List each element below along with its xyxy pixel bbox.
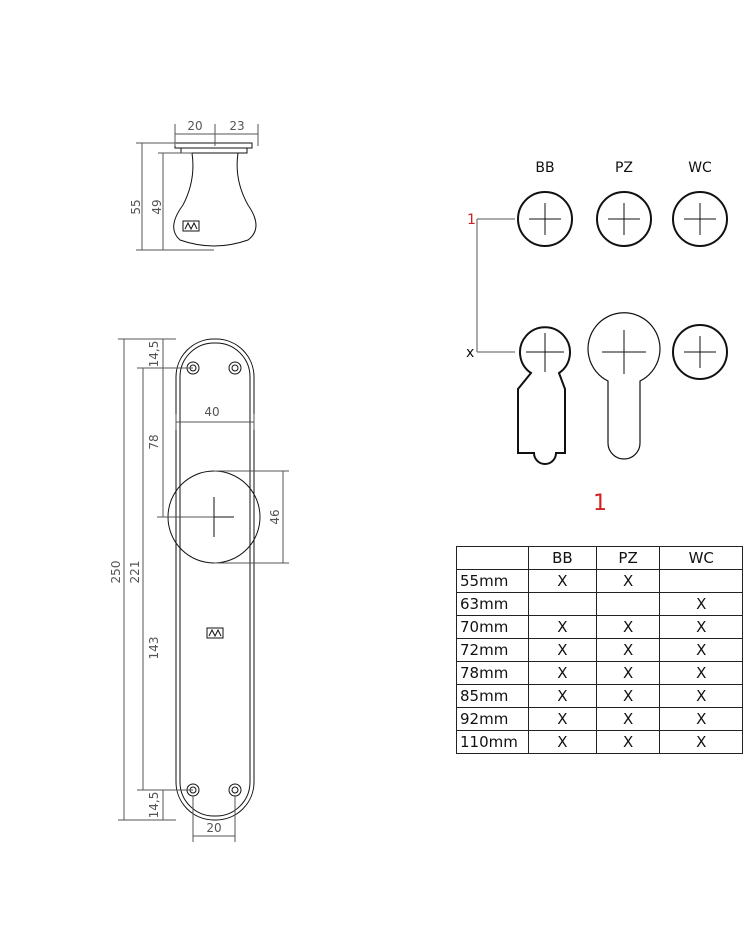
plate-logo-mark — [206, 627, 224, 639]
table-header-pz: PZ — [595, 546, 661, 570]
plate-dim-upper: 78 — [147, 434, 161, 449]
row-size: 78mm — [456, 661, 529, 685]
cell-bb: X — [528, 569, 597, 593]
plate-dim-top-offset: 14,5 — [147, 341, 161, 368]
cutout-row-bottom-label: x — [466, 345, 474, 361]
row-bracket — [476, 218, 515, 353]
table-row: 85mm X X X — [456, 684, 743, 708]
cell-wc: X — [659, 707, 743, 731]
cell-wc — [659, 569, 743, 593]
knob-dim-h-total: 55 — [129, 199, 143, 214]
table-header-row: BB PZ WC — [456, 546, 743, 570]
cell-bb: X — [528, 707, 597, 731]
knob-dim-w1: 20 — [187, 119, 202, 133]
wc-round-rose — [672, 191, 728, 247]
pz-round-rose — [596, 191, 652, 247]
cutout-caption: 1 — [593, 491, 607, 516]
cutout-col-bb: BB — [535, 160, 554, 176]
cell-wc: X — [659, 684, 743, 708]
cell-bb: X — [528, 684, 597, 708]
cutout-col-pz: PZ — [615, 160, 633, 176]
backplate-front-view — [118, 338, 289, 842]
row-size: 110mm — [456, 730, 529, 754]
cell-pz: X — [595, 615, 661, 639]
row-size: 72mm — [456, 638, 529, 662]
knob-dim-h-knob: 49 — [150, 199, 164, 214]
plate-dim-width: 40 — [204, 405, 219, 419]
row-size: 63mm — [456, 592, 529, 616]
cell-wc: X — [659, 638, 743, 662]
table-row: 55mm X X — [456, 569, 743, 593]
cell-bb: X — [528, 615, 597, 639]
bb-keyhole-cutout — [517, 326, 571, 465]
knob-side-view — [136, 124, 259, 251]
cell-wc: X — [659, 730, 743, 754]
table-header-empty — [456, 546, 529, 570]
plate-dim-inner: 221 — [128, 561, 142, 584]
cell-pz: X — [595, 730, 661, 754]
row-size: 92mm — [456, 707, 529, 731]
table-row: 92mm X X X — [456, 707, 743, 731]
table-header-wc: WC — [659, 546, 743, 570]
pz-euro-cylinder-cutout — [587, 312, 661, 460]
plate-dim-rose: 46 — [268, 509, 282, 524]
table-row: 70mm X X X — [456, 615, 743, 639]
compatibility-table: BB PZ WC 55mm X X 63mm X 70mm X X X 72mm… — [456, 546, 743, 754]
bb-round-rose — [517, 191, 573, 247]
plate-dim-lower: 143 — [147, 637, 161, 660]
cell-bb: X — [528, 638, 597, 662]
cell-bb — [528, 592, 597, 616]
cutout-col-wc: WC — [688, 160, 712, 176]
cutout-row-top-label: 1 — [467, 212, 476, 228]
cell-wc: X — [659, 615, 743, 639]
cell-wc: X — [659, 592, 743, 616]
cell-pz: X — [595, 638, 661, 662]
plate-dim-bottom-offset: 14,5 — [147, 792, 161, 819]
table-row: 72mm X X X — [456, 638, 743, 662]
knob-dim-w2: 23 — [229, 119, 244, 133]
row-size: 70mm — [456, 615, 529, 639]
table-row: 78mm X X X — [456, 661, 743, 685]
table-row: 110mm X X X — [456, 730, 743, 754]
cell-pz: X — [595, 661, 661, 685]
cell-wc: X — [659, 661, 743, 685]
table-header-bb: BB — [528, 546, 597, 570]
cell-pz: X — [595, 569, 661, 593]
wc-round-cutout — [672, 324, 728, 380]
knob-logo-mark — [182, 220, 200, 232]
cell-pz: X — [595, 707, 661, 731]
screw-hole-bottom-right — [228, 783, 242, 797]
table-row: 63mm X — [456, 592, 743, 616]
cell-pz — [595, 592, 661, 616]
row-size: 85mm — [456, 684, 529, 708]
row-size: 55mm — [456, 569, 529, 593]
screw-hole-top-right — [228, 361, 242, 375]
cell-pz: X — [595, 684, 661, 708]
cell-bb: X — [528, 661, 597, 685]
plate-dim-hole-spacing: 20 — [206, 821, 221, 835]
plate-dim-total: 250 — [109, 561, 123, 584]
cell-bb: X — [528, 730, 597, 754]
